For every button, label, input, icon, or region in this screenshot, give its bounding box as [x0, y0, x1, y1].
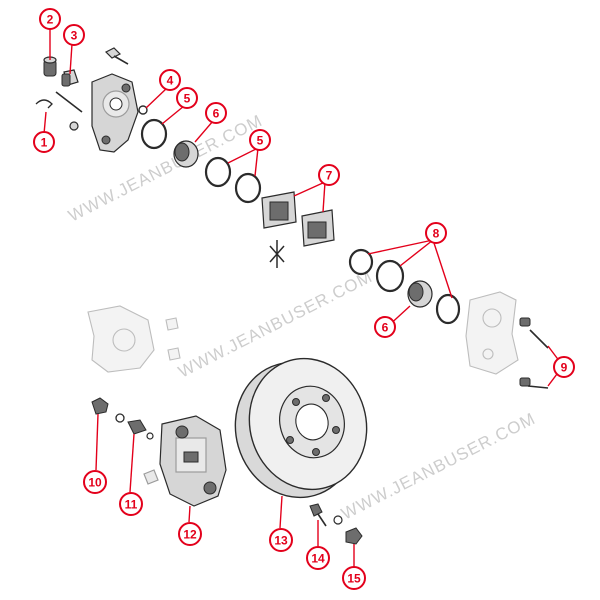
callout-label-3: 3 [71, 29, 78, 43]
part-bolt-14 [309, 503, 343, 527]
part-pad-pin-and-clip [35, 91, 83, 131]
part-seal-ring-b1 [348, 248, 374, 276]
callout-6-top: 6 [205, 102, 227, 124]
part-caliper-bolt-upper [519, 317, 549, 349]
callout-label-5-top: 5 [184, 92, 191, 106]
callout-label-7: 7 [326, 169, 333, 183]
callout-label-13: 13 [274, 534, 288, 548]
part-brake-pad-a [261, 191, 297, 229]
watermark-middle: WWW.JEANBUSER.COM [175, 267, 375, 382]
part-caliper-assembly [159, 415, 227, 507]
part-caliper-half-right-ghost [465, 291, 519, 375]
part-piston-top [173, 140, 199, 168]
callout-label-8: 8 [433, 227, 440, 241]
part-seal-ring-pair-a [204, 156, 232, 188]
callout-8: 8 [425, 222, 447, 244]
callout-5-top: 5 [176, 87, 198, 109]
part-brake-disc [234, 357, 368, 499]
callout-3: 3 [63, 24, 85, 46]
callout-11: 11 [119, 492, 143, 516]
callout-label-2: 2 [47, 13, 54, 27]
callout-14: 14 [306, 546, 330, 570]
callout-label-11: 11 [125, 498, 138, 512]
callout-label-14: 14 [311, 552, 325, 566]
part-seal-ring-b3 [435, 293, 461, 325]
watermark-bottom: WWW.JEANBUSER.COM [338, 409, 538, 524]
part-nut-15 [345, 527, 363, 545]
callout-label-4: 4 [167, 74, 174, 88]
part-bleed-screw [61, 69, 79, 87]
callout-6-bottom: 6 [374, 316, 396, 338]
callout-label-6-top: 6 [213, 107, 220, 121]
part-caliper-bolt-lower [519, 377, 549, 389]
callout-label-15: 15 [347, 572, 361, 586]
part-seal-ring-b2 [375, 259, 405, 293]
part-seal-ring-pair-b [234, 172, 262, 204]
part-seal-ring-top [140, 118, 168, 150]
callout-15: 15 [342, 566, 366, 590]
part-brake-pad-b [301, 209, 335, 247]
callout-label-1: 1 [41, 136, 48, 150]
callout-2: 2 [39, 8, 61, 30]
callout-7: 7 [318, 164, 340, 186]
part-caliper-half-top [91, 73, 139, 153]
callout-13: 13 [269, 528, 293, 552]
callout-9: 9 [553, 356, 575, 378]
part-small-o-ring [138, 105, 148, 115]
part-piston-bottom [407, 280, 433, 308]
part-bolt-10 [91, 397, 125, 423]
callout-4: 4 [159, 69, 181, 91]
part-bolt-11 [127, 419, 159, 485]
callout-1: 1 [33, 131, 55, 153]
callout-label-9: 9 [561, 361, 568, 375]
callout-label-5-pair: 5 [257, 134, 264, 148]
callout-label-10: 10 [88, 476, 102, 490]
leader-lines [43, 29, 564, 567]
part-anti-rattle-spring [269, 240, 285, 268]
part-mounting-bracket-ghost [87, 305, 181, 373]
callout-label-6-bottom: 6 [382, 321, 389, 335]
callout-5-pair: 5 [249, 129, 271, 151]
part-small-bolt [104, 47, 129, 65]
callout-10: 10 [83, 470, 107, 494]
callout-label-12: 12 [183, 528, 197, 542]
callout-12: 12 [178, 522, 202, 546]
